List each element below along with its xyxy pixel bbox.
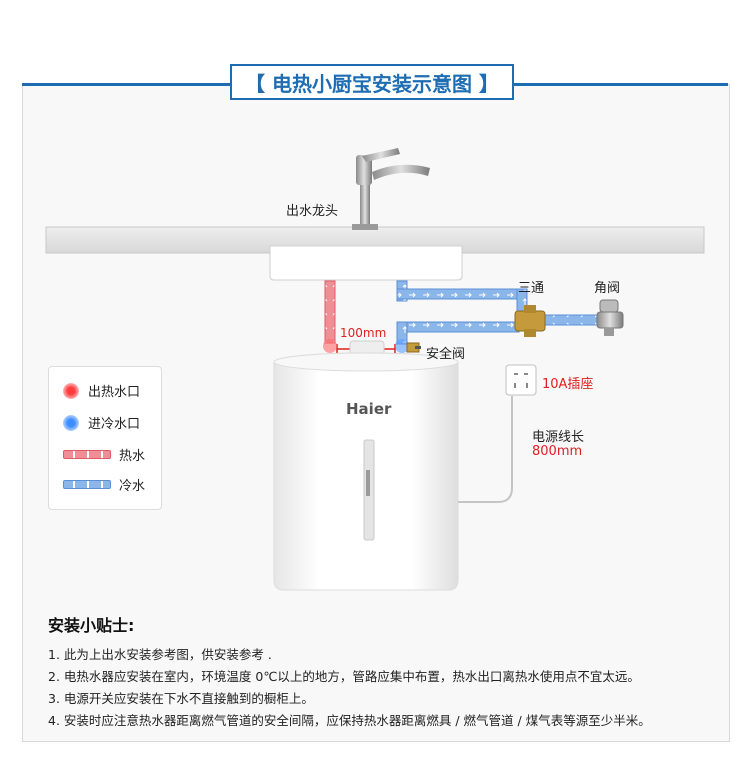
cold-pipe-upper-run [396,288,526,300]
cold-inlet-dot-icon [63,414,79,431]
tip-item: 4. 安装时应注意热水器距离燃气管道的安全间隔，应保持热水器距离燃具 / 燃气管… [48,713,651,728]
legend-item-cold-water: 冷水 [63,475,145,494]
angle-valve-label: 角阀 [594,281,621,296]
brand-logo: Haier [346,400,392,418]
safety-valve-label: 安全阀 [426,347,466,362]
legend-item-hot-water: 热水 [63,445,145,464]
tips-title: 安装小贴士: [48,616,135,635]
socket-label: 10A插座 [542,377,594,392]
safety-valve-icon [406,342,421,353]
tip-item: 1. 此为上出水安装参考图，供安装参考 . [48,647,272,662]
power-cord [458,396,513,503]
legend-label: 冷水 [119,479,146,494]
title-rule-right [514,83,728,86]
legend-item-cold-inlet: 进冷水口 [63,413,140,432]
angle-valve-icon [596,299,624,336]
legend-label: 进冷水口 [88,417,141,432]
cold-inlet-marker [395,339,409,353]
hot-water-bar-icon [63,450,111,459]
faucet-label: 出水龙头 [286,204,339,219]
socket-icon [505,364,537,396]
legend-label: 热水 [119,449,146,464]
faucet-icon [352,148,430,230]
legend-item-hot-outlet: 出热水口 [63,381,140,400]
tee-fitting-icon [514,305,546,337]
tip-item: 3. 电源开关应安装在下水不直接触到的橱柜上。 [48,691,314,706]
cold-pipe-lower-run [396,321,520,333]
sink-basin [269,245,463,281]
cable-length: 800mm [532,444,583,459]
hot-outlet-dot-icon [63,382,79,399]
install-tips: 安装小贴士: 1. 此为上出水安装参考图，供安装参考 . 2. 电热水器应安装在… [48,612,718,732]
legend-label: 出热水口 [88,385,141,400]
page-title: 【 电热小厨宝安装示意图 】 [230,64,514,100]
cold-pipe-to-valve [544,314,600,326]
legend: 出热水口 进冷水口 热水 冷水 [48,366,162,510]
distance-label: 100mm [340,326,387,340]
cold-water-bar-icon [63,480,111,489]
cable-label: 电源线长 [532,430,585,445]
tee-label: 三通 [518,281,545,296]
water-heater-tank [273,352,459,591]
hot-water-pipe [324,280,336,344]
tip-item: 2. 电热水器应安装在室内，环境温度 0℃以上的地方，管路应集中布置，热水出口离… [48,669,640,684]
hot-outlet-marker [323,339,337,353]
title-rule-left [22,83,230,86]
